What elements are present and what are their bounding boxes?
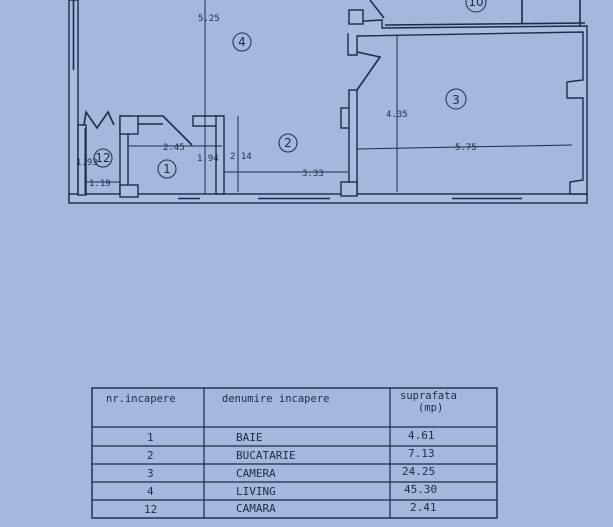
header-area-unit: (mp) [418, 402, 443, 414]
svg-text:1: 1 [163, 162, 171, 176]
room-label-1: 1 [157, 159, 177, 179]
dimension-line [356, 144, 573, 150]
door-swing [369, 0, 385, 19]
door-swing [138, 115, 193, 146]
svg-text:CAMERA: CAMERA [236, 467, 276, 480]
table-row: 12 CAMARA 2.41 [144, 501, 437, 516]
room-table: nr.incapere denumire incapere suprafata … [91, 387, 498, 519]
svg-text:10: 10 [468, 0, 483, 9]
table-row: 4 LIVING 45.30 [147, 483, 437, 498]
svg-text:7.13: 7.13 [408, 447, 435, 460]
svg-text:2: 2 [147, 449, 154, 462]
svg-text:CAMARA: CAMARA [236, 502, 276, 515]
column [119, 184, 139, 198]
svg-text:3: 3 [147, 467, 154, 480]
dimension-2-45: 2.45 [163, 143, 185, 153]
svg-text:BUCATARIE: BUCATARIE [236, 449, 296, 462]
header-room-name: denumire incapere [222, 393, 329, 405]
room-3-walls [347, 19, 588, 195]
room-label-4: 4 [232, 32, 252, 52]
svg-text:2.41: 2.41 [410, 501, 437, 514]
dimension-4-35: 4.35 [386, 110, 408, 120]
header-area: suprafata [400, 390, 457, 402]
room-label-3: 3 [445, 88, 467, 110]
dimension-2-14: 2.14 [230, 152, 252, 162]
room-label-10: 10 [465, 0, 487, 13]
svg-text:12: 12 [95, 151, 110, 165]
wall [348, 89, 358, 195]
svg-text:12: 12 [144, 503, 157, 516]
table-row: 3 CAMERA 24.25 [147, 465, 435, 480]
svg-text:45.30: 45.30 [404, 483, 437, 496]
dimension-1-19: 1.19 [89, 179, 111, 189]
table-row: 1 BAIE 4.61 [147, 429, 435, 444]
dimension-1-93: 1.93 [76, 158, 98, 168]
wall [215, 115, 225, 195]
svg-text:4.61: 4.61 [408, 429, 435, 442]
wall [77, 124, 87, 196]
header-room-number: nr.incapere [106, 393, 176, 405]
svg-text:BAIE: BAIE [236, 431, 263, 444]
door-swing [356, 51, 382, 91]
dimension-5-25: 5.25 [198, 14, 220, 24]
room-label-12: 12 [93, 148, 113, 168]
svg-text:4: 4 [147, 485, 154, 498]
column [340, 181, 358, 197]
svg-text:4: 4 [238, 35, 246, 49]
svg-text:2: 2 [284, 136, 292, 150]
wall [384, 22, 586, 26]
dimension-3-33: 3.33 [302, 169, 324, 179]
svg-text:3: 3 [452, 93, 460, 107]
svg-text:24.25: 24.25 [402, 465, 435, 478]
room-label-2: 2 [278, 133, 298, 153]
svg-text:LIVING: LIVING [236, 485, 276, 498]
svg-text:1: 1 [147, 431, 154, 444]
door-swing [83, 109, 115, 130]
dimension-5-75: 5.75 [455, 143, 477, 153]
dimension-1-94: 1.94 [197, 154, 219, 164]
column [119, 115, 139, 135]
floor-plan: 5.25 1.93 1.19 2.45 1.94 2.14 3.33 4.35 … [68, 0, 588, 204]
column [348, 9, 364, 25]
table-row: 2 BUCATARIE 7.13 [147, 447, 435, 462]
